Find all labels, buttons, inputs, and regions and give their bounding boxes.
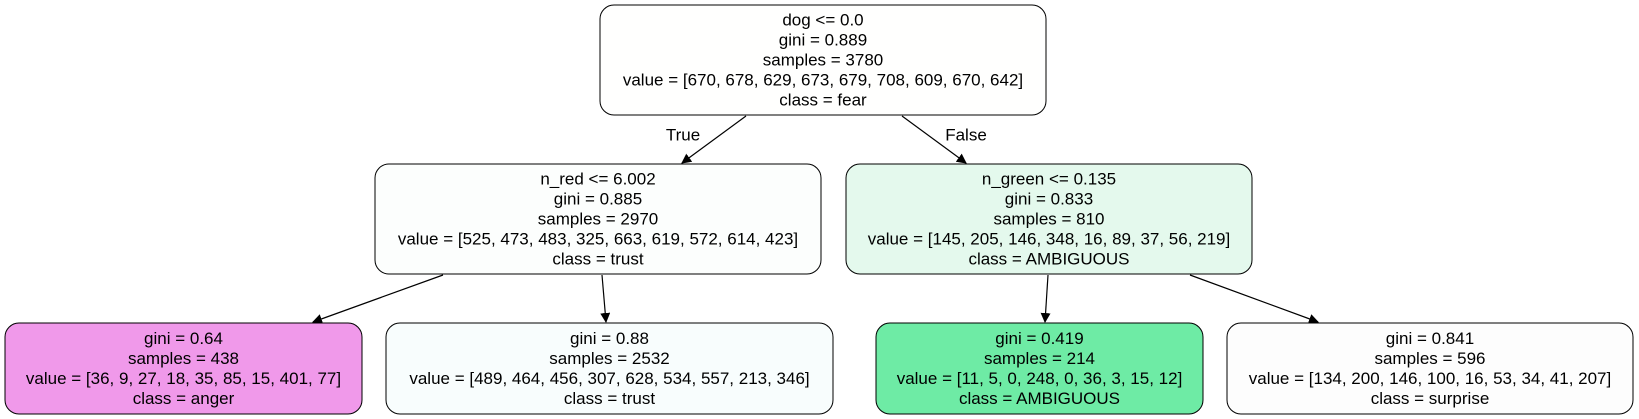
node-line: samples = 810 [993,210,1104,229]
node-line: gini = 0.885 [554,190,642,209]
edges: True False [312,115,1319,324]
node-line: value = [489, 464, 456, 307, 628, 534, 5… [409,369,809,388]
node-line: class = trust [564,389,655,408]
node-line: dog <= 0.0 [782,11,863,30]
node-line: n_green <= 0.135 [982,170,1116,189]
node-box [374,163,822,275]
node-line: samples = 2970 [538,210,659,229]
node-line: n_red <= 6.002 [540,170,655,189]
node-line: samples = 438 [128,349,239,368]
edge-label-false: False [945,126,987,145]
edge-arrow [600,274,611,323]
node-line: gini = 0.833 [1005,190,1093,209]
node-line: samples = 214 [984,349,1095,368]
edge-label-true: True [666,126,700,145]
node-box [4,322,363,415]
node-line: value = [11, 5, 0, 248, 0, 36, 3, 15, 12… [897,369,1183,388]
node-line: gini = 0.841 [1386,329,1474,348]
node-line: value = [36, 9, 27, 18, 35, 85, 15, 401,… [26,369,341,388]
node-line: value = [134, 200, 146, 100, 16, 53, 34,… [1249,369,1612,388]
node-box [1226,322,1634,415]
node-line: value = [145, 205, 146, 348, 16, 89, 37,… [868,230,1231,249]
edge-arrow [901,115,967,164]
node-line: class = AMBIGUOUS [968,250,1129,269]
node-box [385,322,834,415]
node-box [845,163,1253,275]
node-line: class = fear [779,91,867,110]
node-line: class = AMBIGUOUS [959,389,1120,408]
edge-arrow [312,274,444,324]
node-line: gini = 0.88 [570,329,649,348]
node-line: samples = 2532 [549,349,670,368]
edge-arrow [681,115,747,164]
node-line: samples = 596 [1374,349,1485,368]
node-box [875,322,1204,415]
node-line: gini = 0.64 [144,329,223,348]
edge-arrow [1189,274,1319,324]
node-line: samples = 3780 [763,51,884,70]
node-line: class = trust [552,250,643,269]
edge-arrow [1040,274,1051,323]
node-line: value = [670, 678, 629, 673, 679, 708, 6… [623,71,1023,90]
node-line: value = [525, 473, 483, 325, 663, 619, 5… [398,230,798,249]
node-line: gini = 0.419 [995,329,1083,348]
node-line: gini = 0.889 [779,31,867,50]
node-box [599,4,1047,116]
node-line: class = anger [133,389,235,408]
node-line: class = surprise [1371,389,1490,408]
